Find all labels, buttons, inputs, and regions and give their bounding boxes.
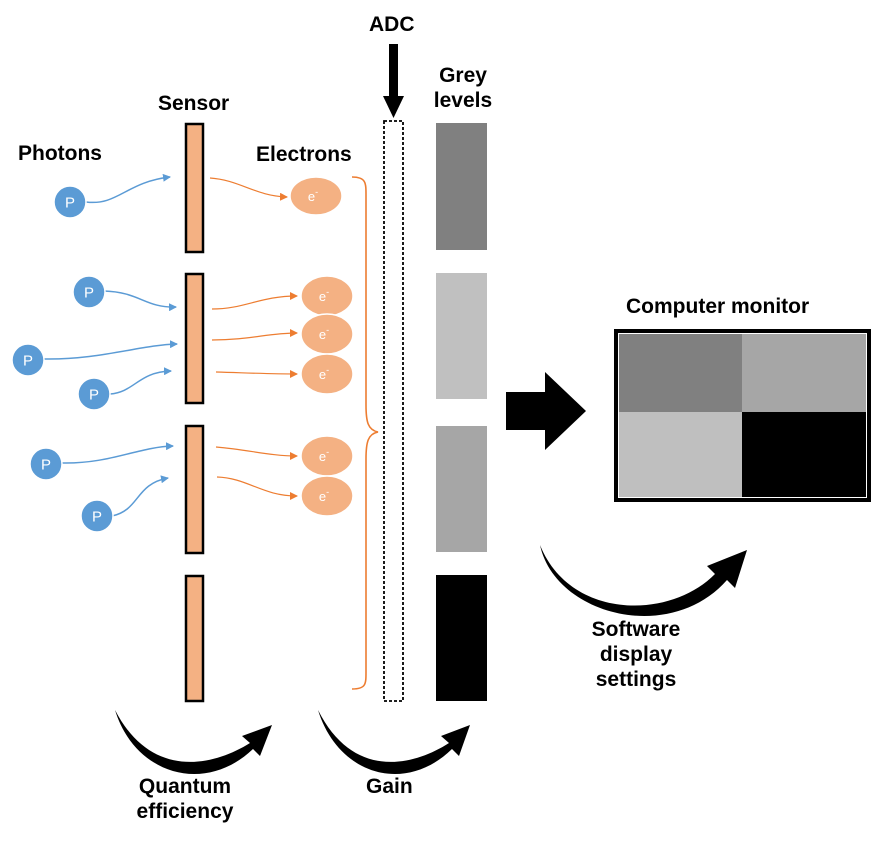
electron: e- <box>300 435 354 477</box>
photons: P P P P P P <box>11 185 114 533</box>
electron: e- <box>300 475 354 517</box>
photon: P <box>80 499 114 533</box>
photon-arrow <box>111 475 169 517</box>
electron-arrow <box>209 177 288 201</box>
monitor-frame <box>614 329 871 502</box>
gain-arrow <box>318 710 470 775</box>
grey-level-bar <box>436 123 487 250</box>
adc-label: ADC <box>369 13 415 36</box>
photon: P <box>77 377 111 411</box>
photon-arrow <box>103 290 177 312</box>
photon: P <box>11 343 45 377</box>
photon: P <box>53 185 87 219</box>
photon-arrow <box>109 367 172 395</box>
svg-text:e-: e- <box>319 365 329 382</box>
quantum-efficiency-label: Quantum efficiency <box>115 774 255 824</box>
photon-arrow <box>43 340 178 360</box>
svg-text:e-: e- <box>319 447 329 464</box>
grey-levels-label-line: levels <box>433 89 493 112</box>
photon-arrow <box>61 442 174 464</box>
grey-levels-label-line: Grey <box>439 64 487 87</box>
svg-text:P: P <box>84 285 94 302</box>
electron-arrows <box>209 177 298 500</box>
electron-arrow <box>211 329 298 341</box>
adc-arrow <box>383 44 404 118</box>
electron: e- <box>300 353 354 395</box>
svg-text:e-: e- <box>319 287 329 304</box>
electron: e- <box>300 275 354 317</box>
computer-monitor <box>614 329 871 502</box>
sensor-strip <box>184 122 205 703</box>
grey-level-bar <box>436 575 487 701</box>
photons-label: Photons <box>18 142 102 165</box>
sensor-pixel-2 <box>184 272 205 405</box>
software-display-settings-arrow <box>540 545 747 616</box>
software-display-settings-label-line: Software <box>591 618 681 641</box>
quantum-efficiency-label-line: efficiency <box>136 800 234 823</box>
photon-arrows <box>43 173 178 517</box>
svg-text:P: P <box>92 509 102 526</box>
monitor-pixel <box>742 412 866 497</box>
photon: P <box>29 447 63 481</box>
svg-text:e-: e- <box>319 325 329 342</box>
sensor-pixel-3 <box>184 424 205 555</box>
electron-arrow <box>216 476 298 500</box>
electron: e- <box>300 313 354 355</box>
electron-arrow <box>215 446 298 460</box>
electrons: e- e- e- e- e- e- <box>289 176 354 517</box>
svg-text:e-: e- <box>308 187 318 204</box>
sensor-pixel-4 <box>184 574 205 703</box>
sensor-pixel-1 <box>184 122 205 254</box>
svg-text:e-: e- <box>319 487 329 504</box>
electron-arrow <box>215 369 298 378</box>
electron: e- <box>289 176 343 216</box>
software-display-settings-label-line: display <box>599 643 673 666</box>
svg-text:P: P <box>23 353 33 370</box>
grey-levels <box>436 123 487 701</box>
computer-monitor-label: Computer monitor <box>626 295 810 318</box>
photon-arrow <box>85 173 171 204</box>
photon: P <box>72 275 106 309</box>
monitor-pixel <box>619 412 742 497</box>
gain-label: Gain <box>366 775 413 798</box>
grey-levels-label: Grey levels <box>424 63 502 113</box>
svg-text:P: P <box>65 195 75 212</box>
quantum-efficiency-label-line: Quantum <box>138 775 232 798</box>
electron-arrow <box>211 292 298 310</box>
electrons-label: Electrons <box>256 143 352 166</box>
monitor-pixel <box>742 334 866 412</box>
svg-text:P: P <box>41 457 51 474</box>
adc-block <box>383 120 404 702</box>
software-display-settings-label-line: settings <box>595 668 677 691</box>
grey-level-bar <box>436 426 487 552</box>
sensor-label: Sensor <box>158 92 230 115</box>
svg-text:P: P <box>89 387 99 404</box>
grey-level-bar <box>436 273 487 399</box>
monitor-pixel <box>619 334 742 412</box>
quantum-efficiency-arrow <box>115 710 272 775</box>
electron-collection-brace <box>351 176 379 690</box>
software-display-settings-label: Software display settings <box>566 617 706 692</box>
output-arrow <box>506 372 586 450</box>
